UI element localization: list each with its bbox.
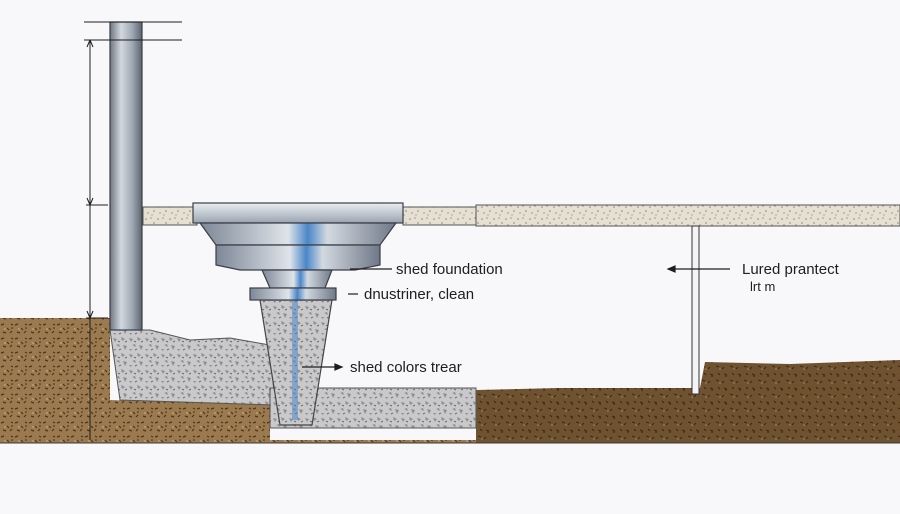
steel-pipe [109, 21, 143, 331]
leader-lines [302, 265, 730, 371]
right-post [691, 225, 700, 395]
soil-right [476, 360, 900, 443]
shed-colors-label: shed colors trear [350, 359, 462, 376]
lured-prantect-label: Lured prantect [742, 261, 839, 278]
base-plate [192, 202, 404, 301]
lrt-m-label: lrt m [750, 279, 776, 294]
dimension-lines [0, 21, 900, 444]
slab-left [142, 206, 478, 226]
dnustriner-clean-label: dnustriner, clean [364, 286, 475, 303]
soil-left [0, 318, 480, 443]
slab-right [475, 204, 900, 227]
shed-foundation-label: shed foundation [396, 261, 503, 278]
gravel-bed [109, 329, 477, 429]
